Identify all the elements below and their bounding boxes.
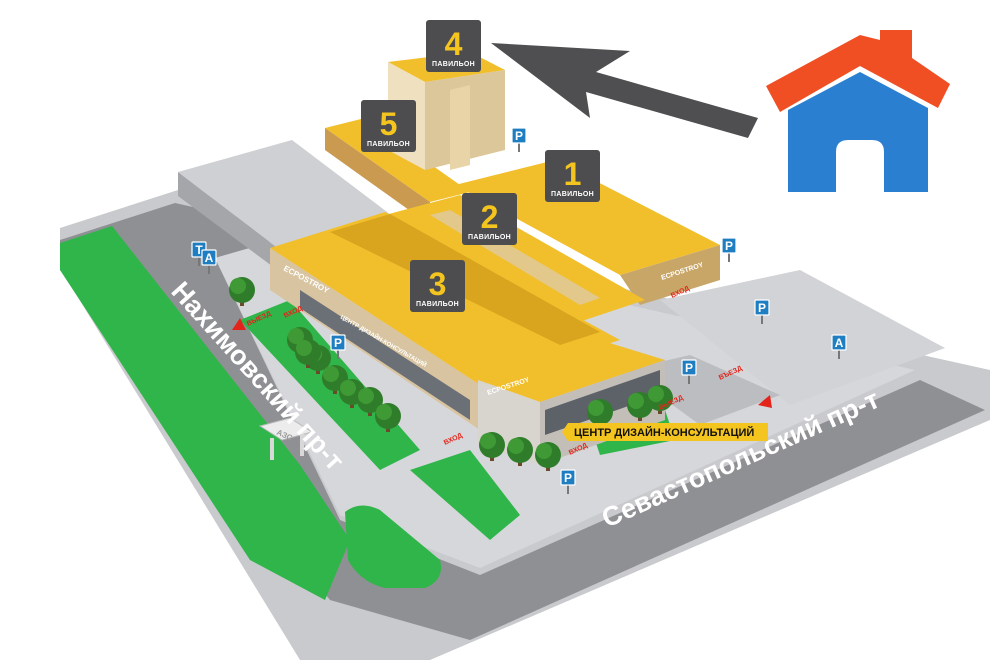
tree-icon [479, 432, 505, 461]
design-center-callout[interactable]: ЦЕНТР ДИЗАЙН-КОНСУЛЬТАЦИЙ [562, 423, 768, 441]
lawn-island [345, 505, 441, 588]
pavilion-number: 1 [564, 156, 582, 192]
pavilion-number: 4 [445, 26, 463, 62]
entry-arrow-west [232, 318, 246, 330]
trees [229, 277, 673, 471]
pavilion-label: ПАВИЛЬОН [367, 141, 410, 148]
parking-icon-letter: P [334, 336, 342, 350]
tree-icon [647, 385, 673, 414]
design-center-label: ЦЕНТР ДИЗАЙН-КОНСУЛЬТАЦИЙ [574, 426, 754, 439]
parking-icon-letter: P [515, 129, 523, 143]
pavilion-1-roof [455, 160, 720, 275]
parking-icon: P [754, 299, 770, 324]
pavilion-label: ПАВИЛЬОН [468, 234, 511, 241]
parking-icon-letter: P [725, 239, 733, 253]
parking-icon: P [330, 334, 346, 359]
bus-icon: A [831, 334, 847, 359]
direction-arrow-icon [491, 43, 758, 138]
parking-icon-letter: P [564, 471, 572, 485]
tree-icon [229, 277, 255, 306]
grey-building-side [178, 172, 280, 272]
parking-icon: P [560, 469, 576, 494]
home-icon[interactable] [766, 30, 950, 192]
front-block-top [478, 340, 665, 402]
tree-icon [295, 339, 321, 368]
pavilion-5-side [325, 128, 430, 225]
parking-icon: P [681, 359, 697, 384]
gas-station-icon: АЗС [258, 417, 314, 460]
tree-icon [507, 437, 533, 466]
parking-icon: P [721, 237, 737, 262]
bus-icon-letter: A [205, 251, 214, 265]
tree-icon [357, 387, 383, 416]
pavilion-badges: 4ПАВИЛЬОН5ПАВИЛЬОН1ПАВИЛЬОН2ПАВИЛЬОН3ПАВ… [361, 20, 600, 312]
pavilion-number: 3 [429, 266, 447, 302]
entry-arrow-south [758, 395, 772, 408]
pavilion-number: 2 [481, 199, 499, 235]
parking-lot-east [660, 270, 945, 405]
pavilion-label: ПАВИЛЬОН [416, 301, 459, 308]
pavilion-1-front [620, 245, 720, 305]
home-icon-roof [766, 30, 950, 112]
tree-icon [375, 403, 401, 432]
taxi-icon-letter: T [195, 243, 203, 257]
tree-icon [535, 442, 561, 471]
parking-icon: P [511, 127, 527, 152]
lawn-front [410, 450, 520, 540]
pavilion-3-windows [300, 290, 470, 420]
pavilion-number: 5 [380, 106, 398, 142]
pavilion-label: ПАВИЛЬОН [551, 191, 594, 198]
grey-building-roof [178, 140, 395, 250]
home-icon-body [788, 72, 928, 192]
pavilion-label: ПАВИЛЬОН [432, 61, 475, 68]
parking-icon-letter: P [758, 301, 766, 315]
parking-icon-letter: P [685, 361, 693, 375]
pavilion-4-annex [450, 85, 470, 170]
bus-icon: A [201, 249, 217, 274]
tree-icon [627, 392, 653, 421]
bus-icon-letter: A [835, 336, 844, 350]
lawn-nakhimovsky [60, 226, 350, 600]
